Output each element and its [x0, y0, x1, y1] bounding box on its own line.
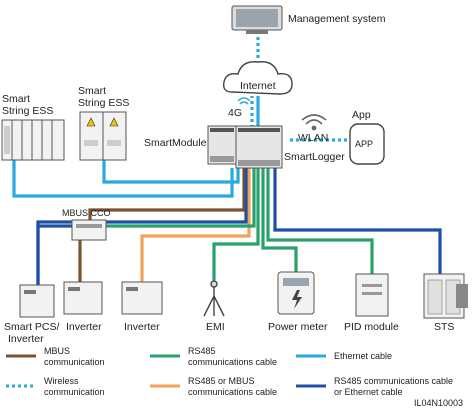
smart-pcs — [19, 284, 55, 318]
mbus-cco-label: MBUS CCO — [62, 208, 111, 218]
power-meter-label: Power meter — [268, 321, 328, 333]
rs485-cable-meter — [261, 168, 298, 272]
legend-text-rs485-or-ethernet-1: RS485 communications cable — [334, 376, 453, 386]
legend-text-rs485-or-mbus-1: RS485 or MBUS — [188, 376, 255, 386]
emi-device — [203, 280, 225, 317]
cables — [12, 32, 442, 285]
smart-string-ess-1-label-line1: Smart — [2, 93, 30, 105]
smart-pcs-label-line2: Inverter — [8, 333, 44, 345]
management-system: Management system — [231, 5, 386, 34]
sts-label: STS — [434, 321, 454, 333]
app-label: App — [352, 109, 371, 121]
power-meter — [277, 271, 315, 315]
management-system-label: Management system — [288, 13, 386, 25]
figure-code: IL04N10003 — [414, 398, 463, 408]
legend-text-rs485-or-ethernet-2: or Ethernet cable — [334, 387, 403, 397]
wlan-label: WLAN — [298, 132, 328, 144]
smart-pcs-label-line1: Smart PCS/ — [4, 321, 60, 333]
smart-string-ess-1-label-line2: String ESS — [2, 105, 53, 117]
smart-string-ess-1 — [1, 119, 65, 161]
smart-string-ess-2 — [79, 111, 127, 161]
legend-text-mbus-2: communication — [44, 357, 105, 367]
inverter-1 — [63, 281, 103, 315]
smart-string-ess-2-label-line1: Smart — [78, 85, 106, 97]
inverter-2-label: Inverter — [124, 321, 160, 333]
legend: MBUS communication Wireless communicatio… — [6, 346, 453, 397]
ethernet-cable-ess2 — [102, 160, 240, 184]
rs485-cable-bus — [104, 168, 256, 228]
ethernet-cable-ess1 — [12, 160, 234, 198]
smartlogger — [235, 125, 283, 169]
inverter-2 — [121, 281, 163, 315]
rs485-cable-emi — [212, 168, 260, 280]
legend-text-ethernet: Ethernet cable — [334, 351, 392, 361]
pid-module — [355, 273, 389, 317]
cloud-icon — [222, 61, 293, 95]
internet-label: Internet — [240, 80, 276, 92]
rs485-or-ethernet-cable-sts — [273, 168, 442, 274]
4g-label: 4G — [228, 107, 242, 119]
smartmodule-label: SmartModule — [144, 137, 207, 149]
wifi-icon — [301, 114, 327, 131]
legend-text-rs485-2: communications cable — [188, 357, 277, 367]
rs485-cable-pid — [266, 168, 374, 274]
smartmodule — [207, 125, 237, 165]
rs485-or-ethernet-cable-pcs — [110, 168, 250, 228]
legend-text-rs485-or-mbus-2: communications cable — [188, 387, 277, 397]
smart-string-ess-2-label-line2: String ESS — [78, 97, 129, 109]
mbus-cable-cco — [88, 168, 246, 220]
app-icon: APP — [349, 123, 385, 165]
legend-text-rs485-1: RS485 — [188, 346, 216, 356]
smartlogger-label: SmartLogger — [284, 151, 345, 163]
legend-text-wireless-1: Wireless — [44, 376, 79, 386]
emi-label: EMI — [206, 321, 225, 333]
svg-text:APP: APP — [355, 139, 373, 149]
signal-icon-4g — [237, 97, 251, 105]
mbus-cco — [71, 219, 107, 241]
rs485-or-ethernet-cable-pcs-run — [36, 224, 72, 285]
lightning-icon — [292, 290, 302, 309]
pid-module-label: PID module — [344, 321, 399, 333]
legend-text-mbus-1: MBUS — [44, 346, 70, 356]
rs485-or-ethernet-cable-pcs-main — [36, 168, 248, 285]
sts-cabinet — [423, 273, 468, 319]
inverter-1-label: Inverter — [66, 321, 102, 333]
rs485-or-mbus-cable-inverter2 — [140, 168, 251, 282]
legend-text-wireless-2: communication — [44, 387, 105, 397]
internet-cloud: Internet — [222, 61, 293, 95]
